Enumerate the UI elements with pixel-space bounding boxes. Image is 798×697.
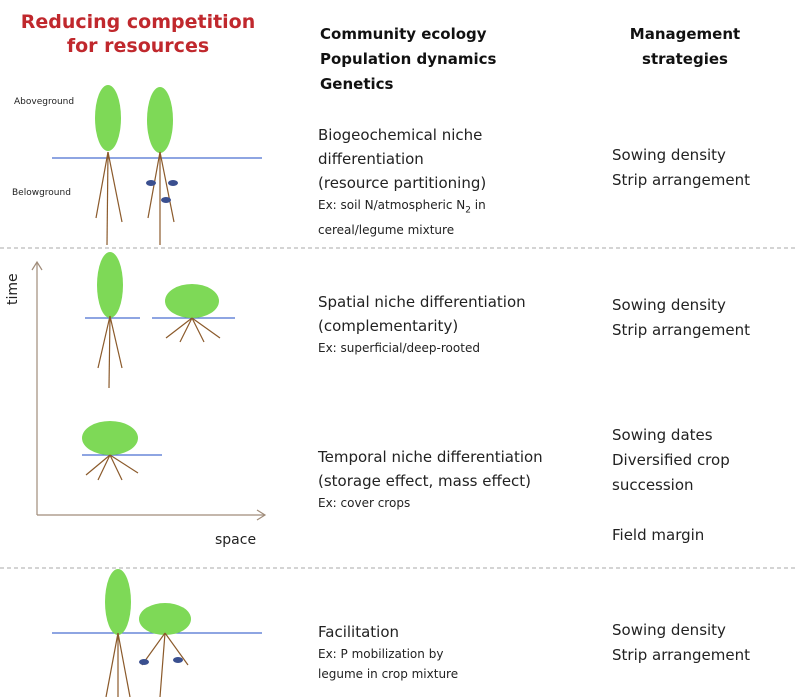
diagram-title: Reducing competition for resources xyxy=(18,10,258,58)
header-line: Management xyxy=(629,25,741,43)
row-description-line: Spatial niche differentiation xyxy=(318,293,526,311)
row-facilitation-management: Sowing density Strip arrangement xyxy=(612,618,750,668)
row-description-line: Facilitation xyxy=(318,623,399,641)
header-line: strategies xyxy=(642,50,728,68)
header-line: Genetics xyxy=(320,75,394,93)
column-header-science: Community ecology Population dynamics Ge… xyxy=(320,22,496,97)
plant-foliage xyxy=(82,421,138,455)
row-temporal: Temporal niche differentiation (storage … xyxy=(318,445,598,513)
management-item: Strip arrangement xyxy=(612,321,750,339)
row-description-line: (complementarity) xyxy=(318,317,459,335)
management-item: Strip arrangement xyxy=(612,646,750,664)
aboveground-label: Aboveground xyxy=(14,97,75,107)
time-space-axes xyxy=(31,260,267,521)
plant-roots xyxy=(105,632,189,697)
plant-foliage xyxy=(147,87,173,153)
root-nodules xyxy=(146,180,178,203)
plant-foliage xyxy=(165,284,219,318)
header-line: Population dynamics xyxy=(320,50,497,68)
root-nodules xyxy=(139,657,183,665)
management-item: Sowing density xyxy=(612,296,726,314)
row-description-line: differentiation xyxy=(318,150,424,168)
plant-foliage xyxy=(97,252,123,318)
title-line-1: Reducing competition xyxy=(20,11,256,33)
management-item: Diversified crop xyxy=(612,451,730,469)
management-item: Sowing dates xyxy=(612,426,713,444)
row-example: Ex: P mobilization by xyxy=(318,647,444,661)
management-item: Strip arrangement xyxy=(612,171,750,189)
row-example: Ex: cover crops xyxy=(318,496,411,510)
row-example-line2: legume in crop mixture xyxy=(318,667,459,681)
time-axis-label: time xyxy=(5,273,21,305)
plant-foliage xyxy=(95,85,121,151)
plant-foliage xyxy=(139,603,191,635)
plant-roots xyxy=(97,315,221,389)
management-item: Sowing density xyxy=(612,621,726,639)
row-example: Ex: soil N/atmospheric N2 in xyxy=(318,198,486,216)
row-facilitation: Facilitation Ex: P mobilization by legum… xyxy=(318,620,598,684)
space-axis-label: space xyxy=(215,532,257,548)
management-item: Sowing density xyxy=(612,146,726,164)
management-item: Field margin xyxy=(612,526,705,544)
row-description-line: Temporal niche differentiation xyxy=(318,448,543,466)
belowground-label: Belowground xyxy=(12,188,71,198)
row-temporal-management: Sowing dates Diversified crop succession… xyxy=(612,423,730,548)
row-biogeochemical: Biogeochemical niche differentiation (re… xyxy=(318,123,598,240)
plant-roots xyxy=(85,454,139,481)
row-spatial: Spatial niche differentiation (complemen… xyxy=(318,290,598,358)
title-line-2: for resources xyxy=(66,35,210,57)
management-item: succession xyxy=(612,476,694,494)
plant-foliage xyxy=(105,569,131,635)
header-line: Community ecology xyxy=(320,25,487,43)
row-example: Ex: superficial/deep-rooted xyxy=(318,341,480,355)
row-spatial-management: Sowing density Strip arrangement xyxy=(612,293,750,343)
row-example-line2: cereal/legume mixture xyxy=(318,223,455,238)
row-biogeochemical-management: Sowing density Strip arrangement xyxy=(612,143,750,193)
row-description-line: (storage effect, mass effect) xyxy=(318,472,532,490)
column-header-management: Management strategies xyxy=(615,22,755,72)
row-description-line: (resource partitioning) xyxy=(318,174,487,192)
row-description-line: Biogeochemical niche xyxy=(318,126,483,144)
